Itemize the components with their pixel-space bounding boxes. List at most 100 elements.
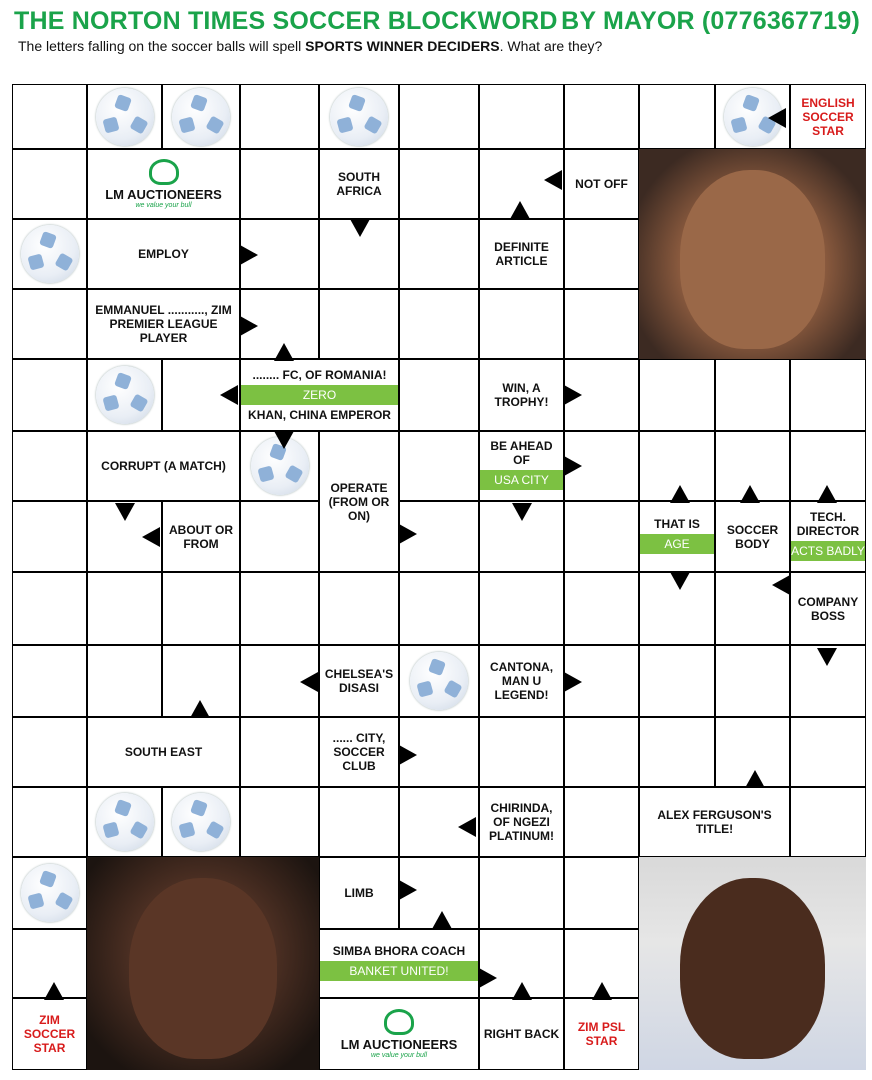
green-clue-label: BANKET UNITED! — [320, 960, 478, 981]
face-shape — [679, 878, 826, 1060]
soccer-ball-icon — [95, 793, 154, 851]
clue-text: ABOUT OR FROM — [169, 522, 233, 551]
clue-block: SOCCER BODY — [715, 501, 790, 572]
answer-cell[interactable] — [790, 359, 866, 431]
arrow-up-icon — [274, 343, 294, 361]
answer-cell[interactable] — [564, 787, 639, 857]
clue-text: SOUTH AFRICA — [336, 170, 382, 198]
soccer-ball-icon — [330, 87, 388, 146]
answer-cell[interactable] — [399, 84, 479, 149]
answer-cell[interactable] — [564, 572, 639, 645]
answer-cell[interactable] — [399, 289, 479, 359]
clue-block: CORRUPT (A MATCH) — [87, 431, 240, 501]
arrow-right-icon — [399, 880, 417, 900]
logo-tagline: we value your bull — [135, 202, 192, 209]
clue-block: ENGLISH SOCCER STAR — [790, 84, 866, 149]
answer-cell[interactable] — [399, 149, 479, 219]
answer-cell[interactable] — [12, 84, 87, 149]
clue-text: ZIM PSL STAR — [577, 1020, 626, 1048]
arrow-left-icon — [772, 575, 790, 595]
answer-cell[interactable] — [12, 717, 87, 787]
arrow-left-icon — [300, 672, 318, 692]
clue-text: ALEX FERGUSON'S TITLE! — [657, 808, 772, 836]
answer-cell[interactable] — [12, 787, 87, 857]
answer-cell[interactable] — [399, 431, 479, 501]
answer-cell[interactable] — [240, 572, 319, 645]
answer-cell[interactable] — [479, 572, 564, 645]
answer-cell[interactable] — [399, 501, 479, 572]
clue-text: CANTONA, MAN U LEGEND! — [489, 660, 554, 702]
clue-text: TECH. DIRECTOR — [796, 509, 860, 538]
answer-cell[interactable] — [240, 84, 319, 149]
clue-text: BE AHEAD OF — [490, 439, 553, 467]
answer-cell[interactable] — [240, 787, 319, 857]
clue-block: ...... CITY, SOCCER CLUB — [319, 717, 399, 787]
clue-text: CHELSEA'S DISASI — [324, 667, 394, 695]
answer-cell[interactable] — [564, 857, 639, 929]
clue-block: WIN, A TROPHY! — [479, 359, 564, 431]
answer-cell[interactable] — [12, 431, 87, 501]
answer-cell[interactable] — [399, 219, 479, 289]
answer-cell[interactable] — [87, 572, 162, 645]
logo-tagline: we value your bull — [370, 1052, 428, 1059]
answer-cell[interactable] — [12, 501, 87, 572]
answer-cell[interactable] — [639, 359, 715, 431]
answer-cell[interactable] — [319, 787, 399, 857]
answer-cell[interactable] — [12, 572, 87, 645]
soccer-ball-icon — [95, 366, 154, 424]
answer-cell[interactable] — [564, 219, 639, 289]
clue-block: EMPLOY — [87, 219, 240, 289]
arrow-right-icon — [399, 524, 417, 544]
answer-cell[interactable] — [240, 501, 319, 572]
answer-cell[interactable] — [715, 359, 790, 431]
arrow-down-icon — [350, 219, 370, 237]
arrow-left-icon — [458, 817, 476, 837]
answer-cell[interactable] — [240, 717, 319, 787]
answer-cell[interactable] — [12, 289, 87, 359]
arrow-up-icon — [670, 485, 690, 503]
answer-cell[interactable] — [564, 717, 639, 787]
answer-cell[interactable] — [12, 645, 87, 717]
answer-cell[interactable] — [564, 501, 639, 572]
answer-cell[interactable] — [12, 149, 87, 219]
answer-cell[interactable] — [639, 717, 715, 787]
clue-block: ZIM PSL STAR — [564, 998, 639, 1070]
clue-block: ABOUT OR FROM — [162, 501, 240, 572]
clue-block: SIMBA BHORA COACH BANKET UNITED! — [319, 929, 479, 998]
clue-block: SOUTH AFRICA — [319, 149, 399, 219]
soccer-ball-icon — [20, 864, 79, 922]
answer-cell[interactable] — [319, 289, 399, 359]
clue-text: ........ FC, OF ROMANIA! — [252, 368, 387, 382]
clue-block: CANTONA, MAN U LEGEND! — [479, 645, 564, 717]
clue-text: COMPANY BOSS — [797, 594, 859, 623]
answer-cell[interactable] — [790, 717, 866, 787]
answer-cell[interactable] — [479, 84, 564, 149]
answer-cell[interactable] — [715, 645, 790, 717]
answer-cell[interactable] — [790, 787, 866, 857]
answer-cell[interactable] — [479, 717, 564, 787]
arrow-right-icon — [240, 316, 258, 336]
answer-cell[interactable] — [12, 359, 87, 431]
clue-text: SIMBA BHORA COACH — [332, 943, 466, 958]
answer-cell[interactable] — [479, 857, 564, 929]
arrow-right-icon — [564, 456, 582, 476]
answer-cell[interactable] — [479, 289, 564, 359]
logo-name: LM AUCTIONEERS — [105, 187, 222, 202]
arrow-down-icon — [115, 503, 135, 521]
clue-block: RIGHT BACK — [479, 998, 564, 1070]
answer-cell[interactable] — [639, 645, 715, 717]
answer-cell[interactable] — [162, 572, 240, 645]
answer-cell[interactable] — [399, 572, 479, 645]
answer-cell[interactable] — [564, 84, 639, 149]
answer-cell[interactable] — [240, 149, 319, 219]
answer-cell[interactable] — [87, 645, 162, 717]
answer-cell[interactable] — [564, 289, 639, 359]
answer-cell[interactable] — [639, 431, 715, 501]
clue-block: DEFINITE ARTICLE — [479, 219, 564, 289]
answer-cell[interactable] — [639, 84, 715, 149]
answer-cell[interactable] — [399, 359, 479, 431]
clue-text: CHIRINDA, OF NGEZI PLATINUM! — [488, 801, 555, 843]
answer-cell[interactable] — [319, 572, 399, 645]
arrow-right-icon — [240, 245, 258, 265]
